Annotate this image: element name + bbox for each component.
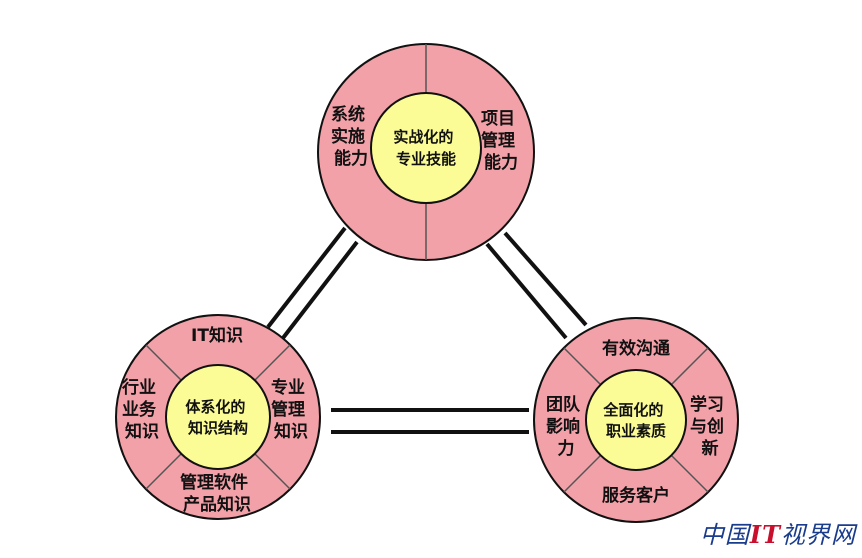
- left-top-segment-label: IT知识: [191, 325, 243, 346]
- right-right-segment-label: 学习 与创 新: [690, 394, 730, 459]
- right-core-label: 全面化的 职业素质: [602, 401, 668, 440]
- left-core-label: 体系化的 知识结构: [185, 398, 250, 437]
- right-core: [585, 369, 687, 471]
- connector-top-left: [266, 226, 359, 340]
- circle-knowledge-structure: 体系化的 知识结构 IT知识 行业 业务 知识 专业 管理 知识 管理软件 产品…: [115, 314, 321, 520]
- left-bottom-segment-label: 管理软件 产品知识: [180, 472, 254, 515]
- right-top-segment-label: 有效沟通: [602, 338, 670, 359]
- top-core-label: 实战化的 专业技能: [393, 128, 458, 168]
- top-core: [370, 92, 482, 204]
- circle-practical-skills: 实战化的 专业技能 系统 实施 能力 项目 管理 能力: [317, 43, 535, 261]
- watermark-logo: 中国IT视界网: [699, 520, 856, 549]
- connector-left-right: [331, 408, 529, 434]
- top-right-segment-label: 项目 管理 能力: [481, 109, 521, 173]
- left-core: [165, 364, 271, 470]
- right-left-segment-label: 团队 影响 力: [546, 394, 586, 459]
- circle-professional-qualities: 全面化的 职业素质 有效沟通 团队 影响 力 学习 与创 新 服务客户: [533, 317, 739, 523]
- right-bottom-segment-label: 服务客户: [602, 485, 670, 506]
- connector-top-right: [485, 231, 588, 340]
- left-right-segment-label: 专业 管理 知识: [271, 377, 311, 442]
- left-left-segment-label: 行业 业务 知识: [121, 377, 162, 442]
- top-left-segment-label: 系统 实施 能力: [331, 104, 371, 169]
